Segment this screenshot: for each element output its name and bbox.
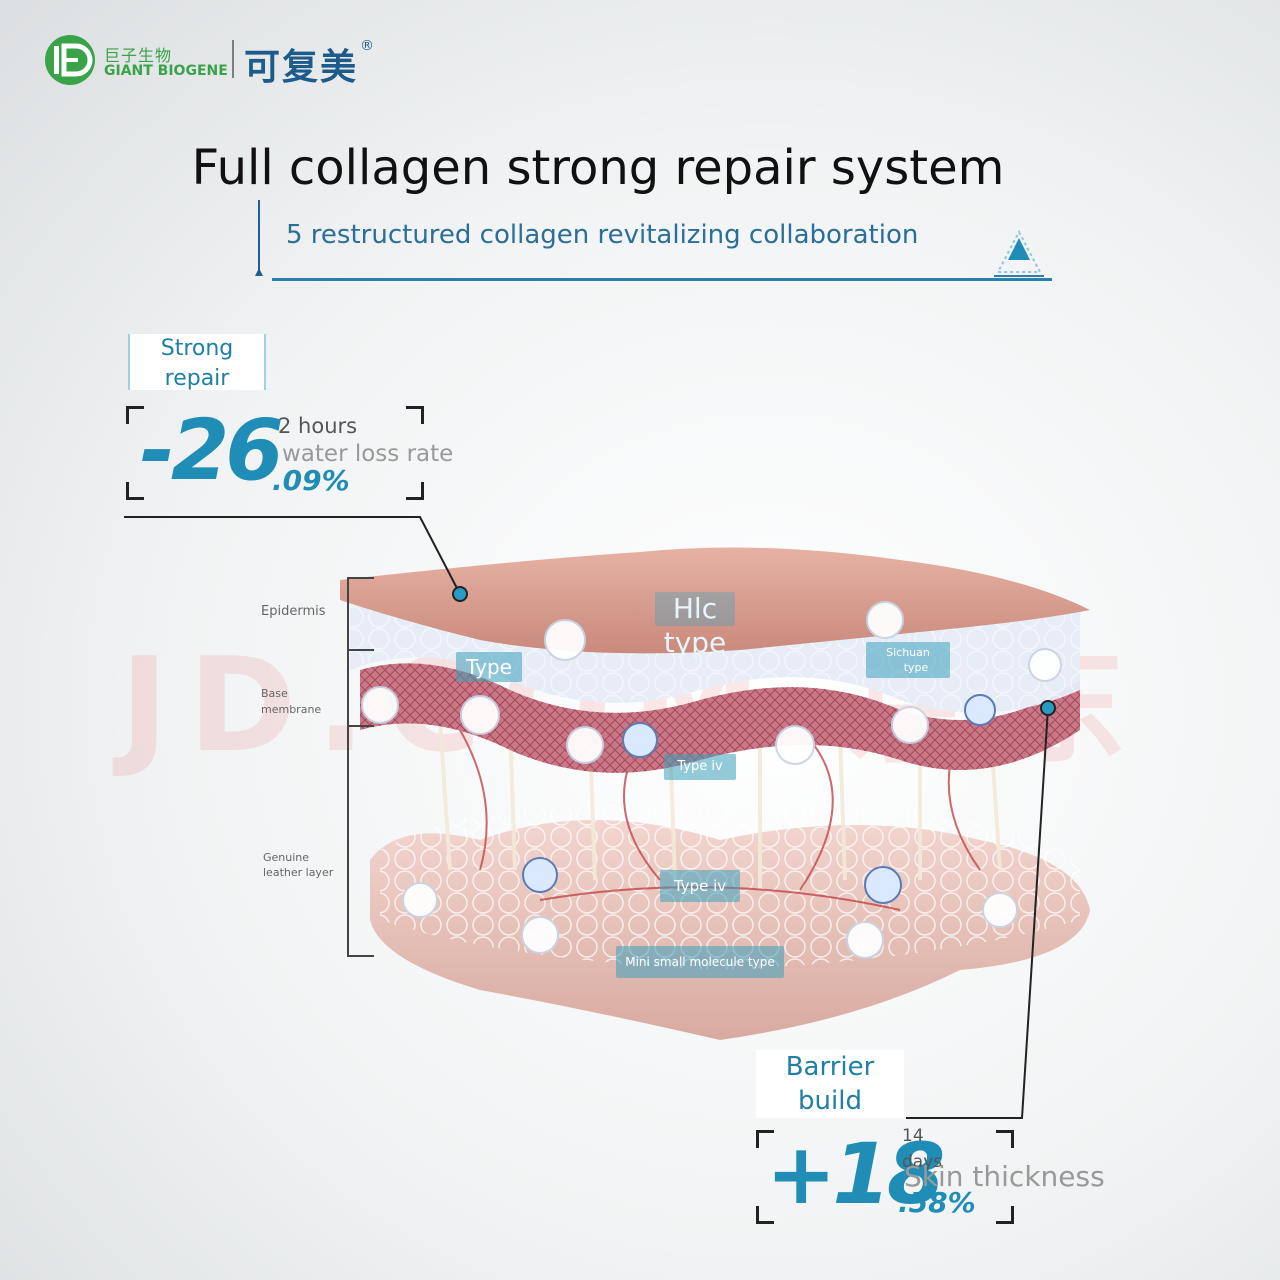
skin-thickness-metric: Skin thickness: [904, 1160, 1105, 1193]
skin-thickness-number: +18: [766, 1125, 945, 1223]
frame-corner-br-2: [996, 1206, 1014, 1224]
frame-corner-tl: [126, 406, 144, 424]
frame-corner-bl: [126, 482, 144, 500]
layer-bracket: [347, 577, 374, 957]
tag-sichuan-line2: type: [903, 661, 929, 674]
days-label: days: [902, 1152, 943, 1172]
water-loss-duration: 2 hours: [278, 414, 358, 438]
days-number: 14: [902, 1126, 924, 1146]
frame-corner-bl-2: [756, 1206, 774, 1224]
barrier-build-tag: Barrier build: [756, 1050, 904, 1118]
subtitle: 5 restructured collagen revitalizing col…: [286, 220, 919, 250]
giant-biogene-logo-icon: [45, 35, 95, 85]
tag-mini-molecule: Mini small molecule type: [616, 946, 784, 978]
label-dermis-2: leather layer: [263, 866, 334, 879]
water-loss-metric: water loss rate: [282, 441, 454, 467]
skin-thickness-decimal: .58%: [898, 1186, 976, 1219]
logo-en-name: GIANT BIOGENE: [104, 63, 228, 79]
label-dermis-1: Genuine: [263, 851, 310, 864]
water-loss-decimal: .09%: [272, 464, 350, 497]
subtitle-underline: [272, 278, 1052, 281]
strong-repair-tag: Strong repair: [128, 334, 266, 391]
label-base-membrane-1: Base: [261, 687, 288, 700]
label-base-membrane-2: membrane: [261, 703, 322, 716]
tag-sichuan-line1: Sichuan: [886, 646, 930, 659]
label-epidermis: Epidermis: [261, 604, 326, 619]
tag-type: Type: [456, 652, 522, 682]
tag-hlc-type: Hlc type: [655, 592, 735, 659]
logo-cn-name: 巨子生物: [104, 46, 173, 65]
pyramid-icon: [994, 229, 1044, 277]
tag-type-iv-lower: Type iv: [660, 870, 740, 902]
bracket-arrow-icon: [255, 268, 263, 276]
page-title: Full collagen strong repair system: [191, 140, 1005, 196]
brand-name: 可复美: [244, 47, 359, 88]
subtitle-bracket-vertical: [258, 200, 260, 275]
tag-type-iv-upper: Type iv: [664, 754, 736, 780]
frame-corner-tl-2: [756, 1130, 774, 1148]
frame-corner-tr-2: [996, 1130, 1014, 1148]
registered-mark: ®: [360, 38, 374, 54]
frame-corner-tr: [406, 406, 424, 424]
logo-divider: [232, 40, 234, 78]
tag-sichuan-type: Sichuan type: [866, 642, 950, 678]
frame-corner-br: [406, 482, 424, 500]
water-loss-number: -26: [140, 401, 284, 499]
